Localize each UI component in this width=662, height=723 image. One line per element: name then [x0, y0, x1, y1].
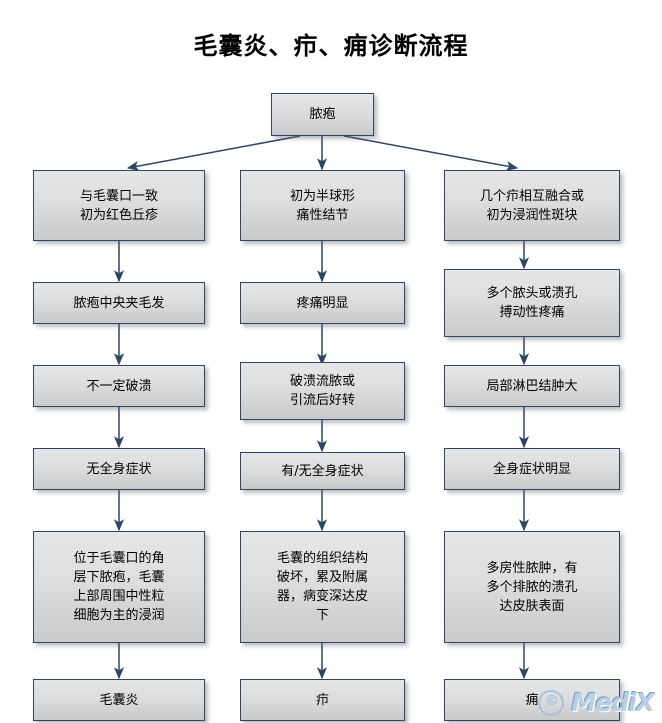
- node-carbuncle-step-5[interactable]: 多房性脓肿，有 多个排脓的溃孔 达皮肤表面: [444, 531, 620, 643]
- node-carbuncle-step-2[interactable]: 多个脓头或溃孔 搏动性疼痛: [444, 269, 620, 337]
- watermark: © MediX: [538, 688, 655, 717]
- watermark-text: MediX: [571, 688, 655, 717]
- node-furuncle-step-2[interactable]: 疼痛明显: [240, 282, 405, 324]
- node-folliculitis-step-5[interactable]: 位于毛囊口的角 层下脓疱，毛囊 上部周围中性粒 细胞为主的浸润: [33, 531, 205, 643]
- node-carbuncle-outcome[interactable]: 痈: [444, 679, 620, 721]
- node-folliculitis-step-1[interactable]: 与毛囊口一致 初为红色丘疹: [33, 170, 205, 241]
- node-carbuncle-step-1[interactable]: 几个疖相互融合或 初为浸润性斑块: [444, 170, 620, 241]
- node-carbuncle-step-4[interactable]: 全身症状明显: [444, 448, 620, 490]
- node-furuncle-step-4[interactable]: 有/无全身症状: [240, 452, 405, 490]
- node-folliculitis-outcome[interactable]: 毛囊炎: [33, 679, 205, 721]
- node-folliculitis-step-3[interactable]: 不一定破溃: [33, 365, 205, 407]
- node-folliculitis-step-4[interactable]: 无全身症状: [33, 448, 205, 490]
- node-root[interactable]: 脓疱: [271, 93, 374, 136]
- page-title: 毛囊炎、疖、痈诊断流程: [193, 32, 469, 60]
- node-carbuncle-step-3[interactable]: 局部淋巴结肿大: [444, 365, 620, 407]
- node-furuncle-step-1[interactable]: 初为半球形 痛性结节: [240, 170, 405, 241]
- copyright-icon: ©: [538, 689, 565, 716]
- node-furuncle-step-3[interactable]: 破溃流脓或 引流后好转: [240, 362, 405, 420]
- node-furuncle-outcome[interactable]: 疖: [240, 679, 405, 721]
- node-folliculitis-step-2[interactable]: 脓疱中央夹毛发: [33, 282, 205, 324]
- node-furuncle-step-5[interactable]: 毛囊的组织结构 破坏，累及附属 器，病变深达皮 下: [240, 531, 405, 643]
